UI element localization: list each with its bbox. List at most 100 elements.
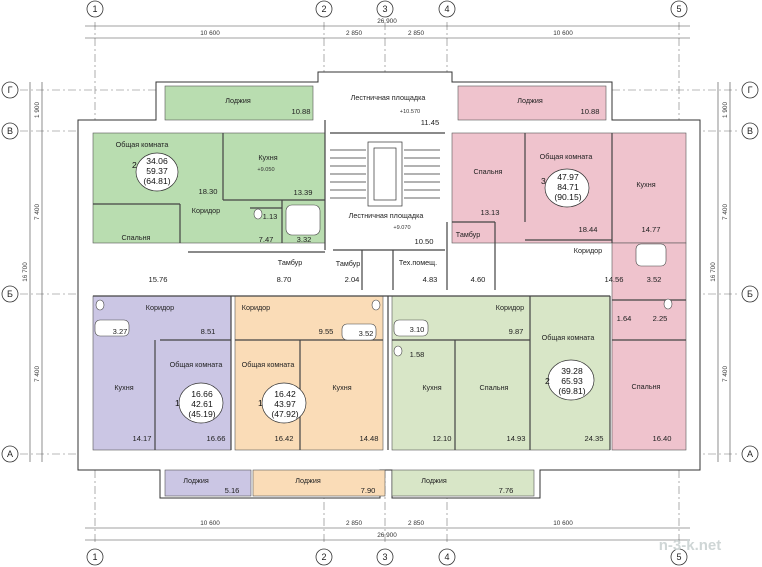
apt-living-area: 16.66 [191, 389, 213, 399]
room-label: Тамбур [278, 258, 302, 267]
room-label: Лоджия [225, 96, 251, 105]
apt-area-with-loggia: (69.81) [558, 386, 585, 396]
axis-a-right: А [747, 449, 753, 459]
level-mark: +10.570 [400, 109, 420, 115]
axis-b-left: Б [7, 289, 13, 299]
dim-top-seg-2: 2 850 [346, 30, 362, 37]
apt-living-area: 39.28 [561, 366, 583, 376]
room-area: 13.39 [293, 188, 312, 197]
axis-b-right: Б [747, 289, 753, 299]
dim-right-seg-2: 7 400 [722, 204, 729, 220]
apt-rooms: 3 [541, 176, 546, 186]
toilet-icon [253, 208, 263, 220]
room-area: 2.25 [653, 314, 668, 323]
room-area: 14.93 [506, 434, 525, 443]
toilet-icon [393, 345, 403, 357]
room-label: Лоджия [517, 96, 543, 105]
room-area: 3.52 [647, 275, 662, 284]
dim-left-seg-1: 1 900 [34, 102, 41, 118]
room-area: 3.52 [359, 329, 374, 338]
room-label: Лестничная площадка [349, 211, 424, 220]
room-area: 5.16 [225, 486, 240, 495]
room-area: 2.04 [345, 275, 360, 284]
dim-right-seg-1: 1 900 [722, 102, 729, 118]
apt-rooms: 2 [132, 160, 137, 170]
watermark: n-3-k.net [659, 537, 722, 554]
room-area: 14.48 [359, 434, 378, 443]
axis-g-left: Г [8, 85, 13, 95]
room-label: Общая комната [242, 360, 295, 369]
bathtub-icon [285, 204, 321, 236]
room-label: Общая комната [542, 333, 595, 342]
room-label: Лоджия [421, 476, 447, 485]
axis-3-top: 3 [382, 4, 387, 14]
zone-apt-1-right [234, 295, 384, 451]
room-area: 10.88 [580, 107, 599, 116]
room-area: 16.66 [206, 434, 225, 443]
room-area: 8.70 [277, 275, 292, 284]
room-label: Лоджия [295, 476, 321, 485]
room-area: 18.44 [578, 225, 597, 234]
room-area: 18.30 [198, 187, 217, 196]
apartment-badge-3: 3 47.97 84.71 (90.15) [541, 168, 590, 208]
apartment-badge-1-right: 1 16.42 43.97 (47.92) [258, 382, 307, 424]
room-label: Кухня [332, 383, 351, 392]
axis-a-left: А [7, 449, 13, 459]
apt-area-with-loggia: (47.92) [271, 409, 298, 419]
dim-top-seg-4: 10 600 [553, 30, 573, 37]
room-area: 7.90 [361, 486, 376, 495]
room-label: Кухня [258, 153, 277, 162]
room-label: Лестничная площадка [351, 93, 426, 102]
room-label: Кухня [422, 383, 441, 392]
room-area: 12.10 [432, 434, 451, 443]
room-label: Коридор [574, 246, 602, 255]
room-area: 3.10 [410, 325, 425, 334]
dim-bottom-seg-3: 2 850 [408, 520, 424, 527]
apt-rooms: 2 [545, 376, 550, 386]
apt-total-area: 43.97 [274, 399, 296, 409]
zone-loggia-bottom-2 [252, 469, 386, 497]
dim-bottom-seg-1: 10 600 [200, 520, 220, 527]
room-area: 1.58 [410, 350, 425, 359]
axis-5-bottom: 5 [676, 552, 681, 562]
dim-top-total: 26 900 [377, 18, 397, 25]
plumbing-fixtures [94, 204, 673, 357]
axis-1-bottom: 1 [92, 552, 97, 562]
room-area: 3.27 [113, 327, 128, 336]
axis-3-bottom: 3 [382, 552, 387, 562]
axis-4-top: 4 [444, 4, 449, 14]
room-label: Кухня [114, 383, 133, 392]
room-area: 3.32 [297, 235, 312, 244]
dimension-lines [29, 25, 731, 541]
axis-5-top: 5 [676, 4, 681, 14]
dim-top-seg-3: 2 850 [408, 30, 424, 37]
axis-g-right: Г [748, 85, 753, 95]
axis-2-bottom: 2 [321, 552, 326, 562]
room-area: 1.13 [263, 212, 278, 221]
axis-2-top: 2 [321, 4, 326, 14]
apartment-badge-2-bottom: 2 39.28 65.93 (69.81) [545, 359, 595, 401]
room-area: 4.83 [423, 275, 438, 284]
apartment-badge-2-top: 2 34.06 59.37 (64.81) [132, 152, 179, 192]
dim-top-seg-1: 10 600 [200, 30, 220, 37]
toilet-icon [371, 299, 381, 311]
axis-v-left: В [7, 126, 13, 136]
apt-area-with-loggia: (64.81) [143, 176, 170, 186]
room-area: 9.55 [319, 327, 334, 336]
apt-living-area: 16.42 [274, 389, 296, 399]
room-label: Лоджия [183, 476, 209, 485]
level-mark: +9.050 [257, 167, 274, 173]
apt-rooms: 1 [175, 398, 180, 408]
room-area: 10.88 [291, 107, 310, 116]
zone-loggia-bottom-1 [164, 469, 252, 497]
room-label: Тамбур [336, 259, 360, 268]
stair-block [330, 141, 440, 207]
room-area: 14.77 [641, 225, 660, 234]
bathtub-icon [341, 323, 377, 341]
zone-loggia-top-right [457, 85, 607, 121]
room-area: 10.50 [414, 237, 433, 246]
dim-bottom-seg-2: 2 850 [346, 520, 362, 527]
room-label: Спальня [632, 382, 661, 391]
